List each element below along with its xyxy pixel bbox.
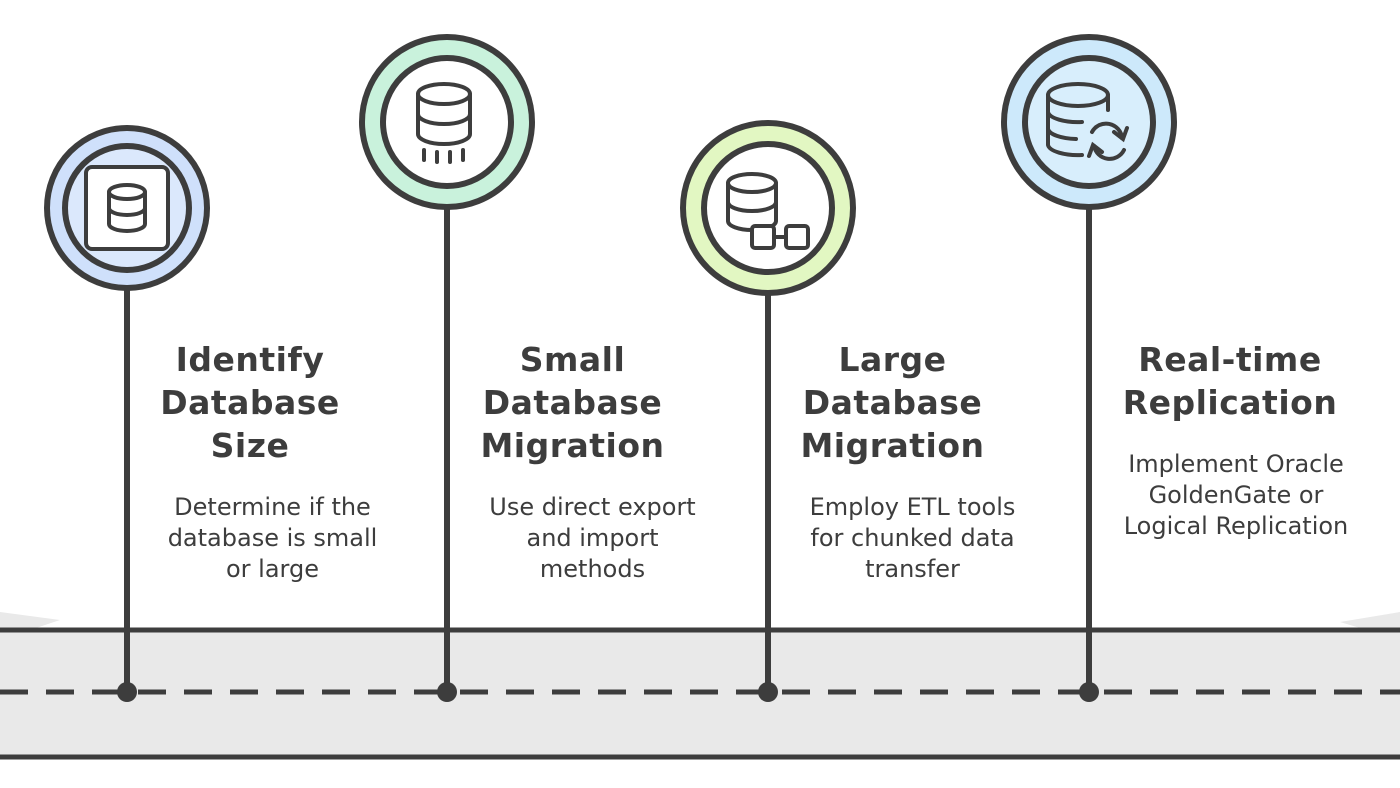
timeline-node [117,682,137,702]
timeline-node [1079,682,1099,702]
database-chunks-icon [726,172,810,250]
step-4-description: Implement Oracle GoldenGate or Logical R… [1123,450,1349,540]
step-1-title: Identify Database Size [160,340,340,465]
step-3-marker [680,120,856,702]
step-4-title: Real-time Replication [1122,340,1338,422]
timeline-road [0,612,1400,760]
step-2-title: Small Database Migration [480,340,665,465]
step-1-marker [44,125,210,702]
step-3-title: Large Database Migration [800,340,985,465]
step-2-description: Use direct export and import methods [489,493,696,583]
step-4-marker [1001,34,1177,702]
step-1-description: Determine if the database is small or la… [167,493,378,583]
timeline-node [437,682,457,702]
database-sync-icon [1046,82,1129,161]
database-export-icon [416,82,472,164]
timeline-node [758,682,778,702]
database-in-square-icon [84,165,170,251]
step-3-description: Employ ETL tools for chunked data transf… [809,493,1016,583]
step-2-marker [359,34,535,702]
